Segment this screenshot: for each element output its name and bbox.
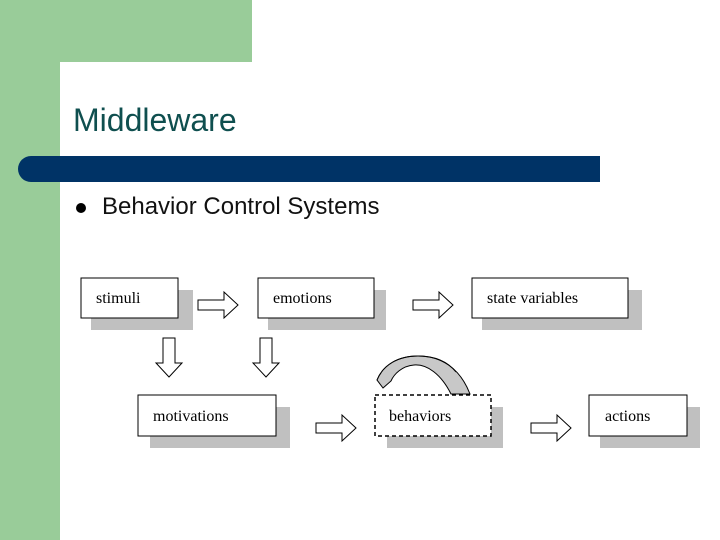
node-behaviors-label: behaviors xyxy=(389,408,451,425)
arrow-behaviors-to-actions xyxy=(530,413,572,443)
bullet-text: Behavior Control Systems xyxy=(102,193,380,220)
node-state-variables: state variables xyxy=(471,277,642,330)
green-side-band xyxy=(0,0,60,540)
slide-title: Middleware xyxy=(73,102,237,138)
rounded-corner xyxy=(60,62,120,122)
node-motivations-label: motivations xyxy=(153,408,229,425)
arrow-stimuli-to-emotions xyxy=(197,290,239,320)
arrow-emotions-to-motivations xyxy=(251,337,281,378)
arrow-motivations-to-behaviors xyxy=(315,413,357,443)
node-stimuli: stimuli xyxy=(80,277,193,330)
bullet-point xyxy=(76,203,86,213)
title-underline-bar xyxy=(18,156,600,182)
node-stimuli-label: stimuli xyxy=(96,290,141,307)
node-motivations: motivations xyxy=(137,394,290,448)
node-actions-label: actions xyxy=(605,408,650,425)
node-emotions: emotions xyxy=(257,277,386,330)
node-actions: actions xyxy=(588,394,700,448)
node-emotions-label: emotions xyxy=(273,290,332,307)
arrow-stimuli-to-motivations xyxy=(154,337,184,378)
node-behaviors: behaviors xyxy=(374,394,503,448)
behaviors-self-loop-arrow xyxy=(376,355,471,395)
node-state-variables-label: state variables xyxy=(487,290,578,307)
arrow-emotions-to-state-variables xyxy=(412,290,454,320)
